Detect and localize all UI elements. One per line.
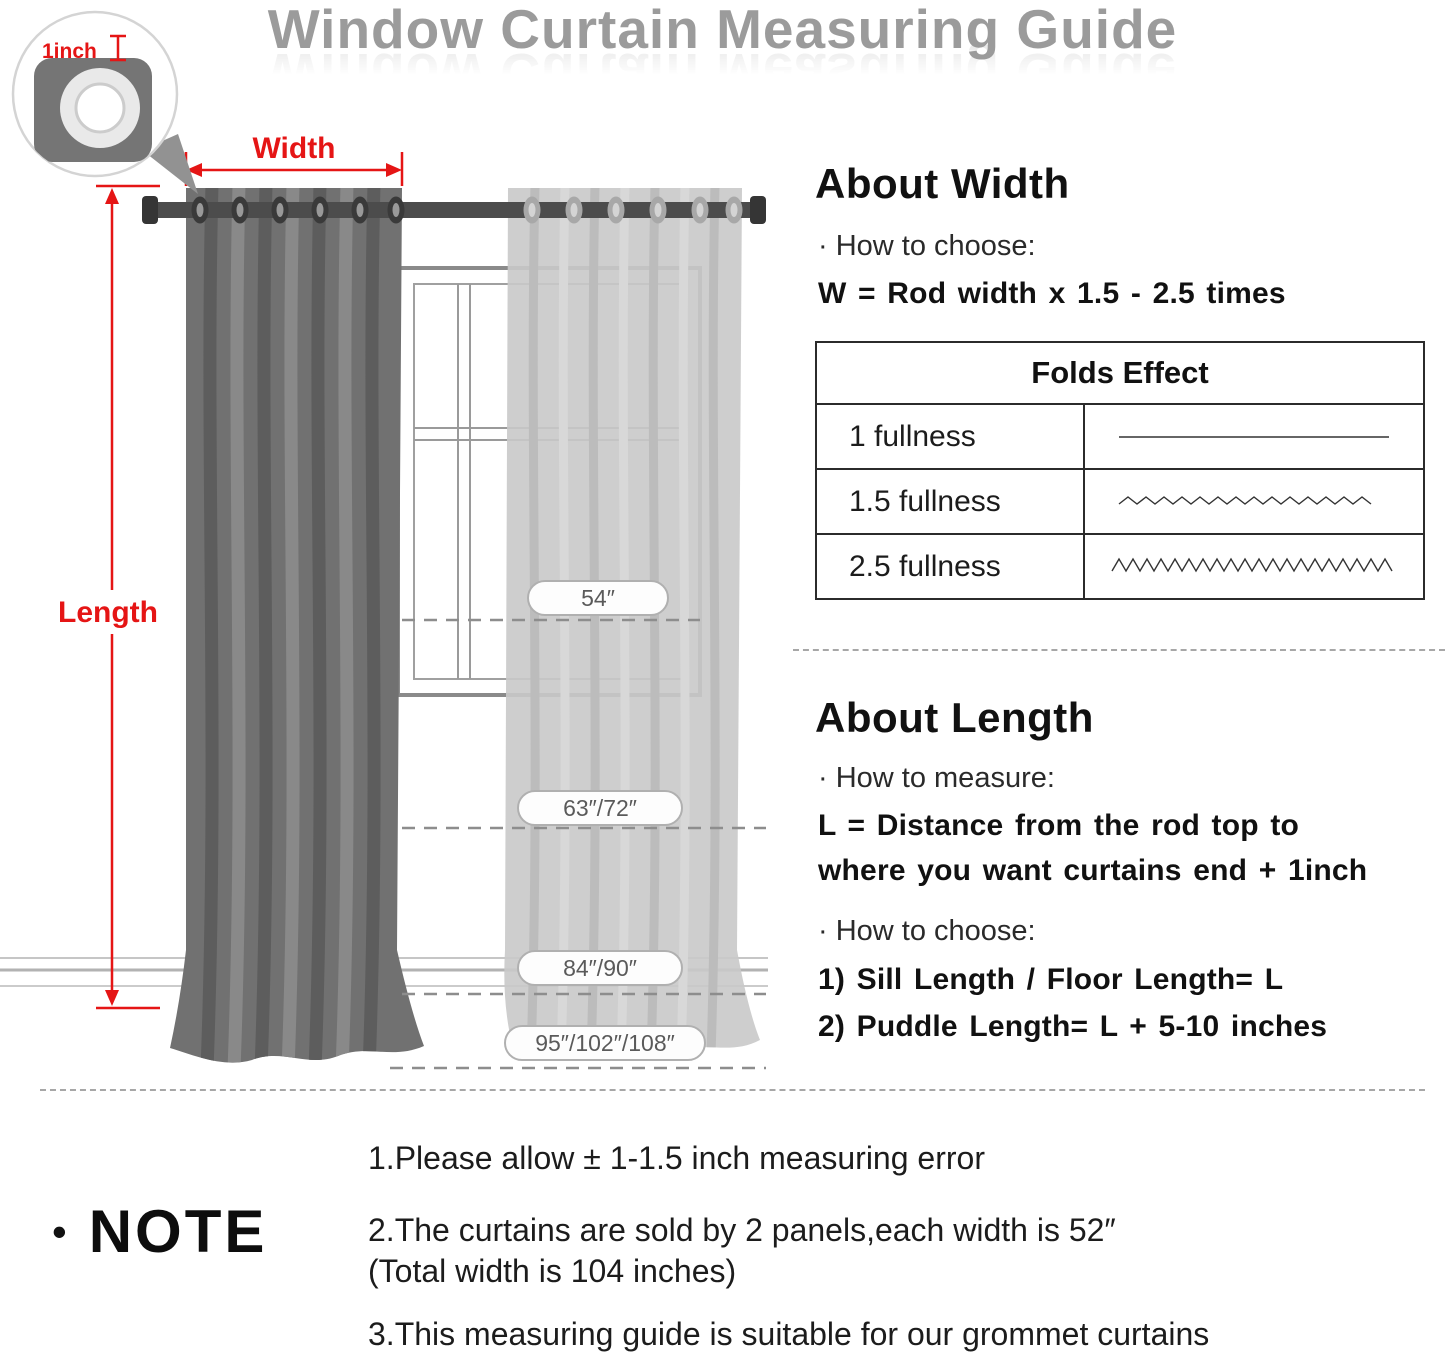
fullness-row-2-label: 1.5 fullness: [817, 470, 1085, 535]
note-item-2b: (Total width is 104 inches): [368, 1253, 737, 1289]
length-mark-84-90: 84″/90″: [402, 950, 766, 996]
length-label: Length: [58, 596, 158, 629]
fullness-row-1-line: [1085, 405, 1423, 470]
page-title-block: Window Curtain Measuring Guide Window Cu…: [0, 0, 1445, 105]
fullness-row-2-line: [1085, 470, 1423, 535]
page-title: Window Curtain Measuring Guide: [267, 0, 1178, 60]
length-option-sill-floor: 1) Sill Length / Floor Length= L: [818, 963, 1284, 996]
note-item-2: 2.The curtains are sold by 2 panels,each…: [368, 1212, 1116, 1248]
length-mark-63-72: 63″/72″: [402, 790, 766, 830]
curtain-panel: [170, 188, 424, 1063]
grommets-light: [523, 196, 743, 224]
svg-text:84″/90″: 84″/90″: [563, 955, 637, 981]
inch-bracket-icon: [110, 34, 126, 62]
about-length-heading: About Length: [815, 694, 1094, 741]
note-heading-block: • NOTE: [52, 1202, 267, 1262]
svg-text:54″: 54″: [581, 585, 615, 611]
curtain-diagram: 54″ 63″/72″ 84″/90″ 95″/102″/108″ Width: [0, 10, 768, 1070]
width-label: Width: [252, 132, 335, 165]
about-length-how-to-measure: · How to measure:: [818, 762, 1055, 794]
fullness-row-3-line: [1085, 535, 1423, 598]
note-heading: NOTE: [88, 1198, 268, 1265]
about-length-how-to-choose: · How to choose:: [818, 915, 1036, 947]
fullness-row-1-label: 1 fullness: [817, 405, 1085, 470]
one-inch-label: 1inch: [42, 40, 97, 63]
svg-text:63″/72″: 63″/72″: [563, 795, 637, 821]
length-formula-line2: where you want curtains end + 1inch: [818, 854, 1368, 887]
fold-line-wavy-icon: [1118, 495, 1372, 505]
note-item-3: 3.This measuring guide is suitable for o…: [368, 1316, 1210, 1352]
section-divider-right: [793, 649, 1445, 651]
note-item-1: 1.Please allow ± 1-1.5 inch measuring er…: [368, 1140, 985, 1176]
length-formula-line1: L = Distance from the rod top to: [818, 809, 1300, 842]
grommets-dark: [191, 196, 405, 224]
section-divider-bottom: [40, 1089, 1425, 1091]
about-width-how-to-choose: · How to choose:: [818, 230, 1036, 262]
fullness-row-3-label: 2.5 fullness: [817, 535, 1085, 598]
width-formula: W = Rod width x 1.5 - 2.5 times: [818, 277, 1286, 310]
svg-text:95″/102″/108″: 95″/102″/108″: [535, 1030, 675, 1056]
note-bullet: •: [52, 1208, 67, 1255]
about-width-heading: About Width: [815, 160, 1070, 207]
folds-effect-table: Folds Effect 1 fullness 1.5 fullness 2.5…: [815, 341, 1425, 600]
sheer-curtain-panel: [504, 188, 760, 1060]
folds-table-header: Folds Effect: [817, 343, 1423, 405]
fold-line-dense-wavy-icon: [1111, 557, 1393, 572]
width-arrow: Width: [184, 132, 404, 186]
length-arrow: Length: [56, 184, 162, 1010]
fold-line-straight-icon: [1119, 435, 1389, 438]
length-mark-54: 54″: [402, 580, 700, 622]
tape-measure-icon: 1inch: [11, 10, 198, 194]
length-option-puddle: 2) Puddle Length= L + 5-10 inches: [818, 1010, 1328, 1043]
length-mark-95-102-108: 95″/102″/108″: [390, 1025, 766, 1070]
